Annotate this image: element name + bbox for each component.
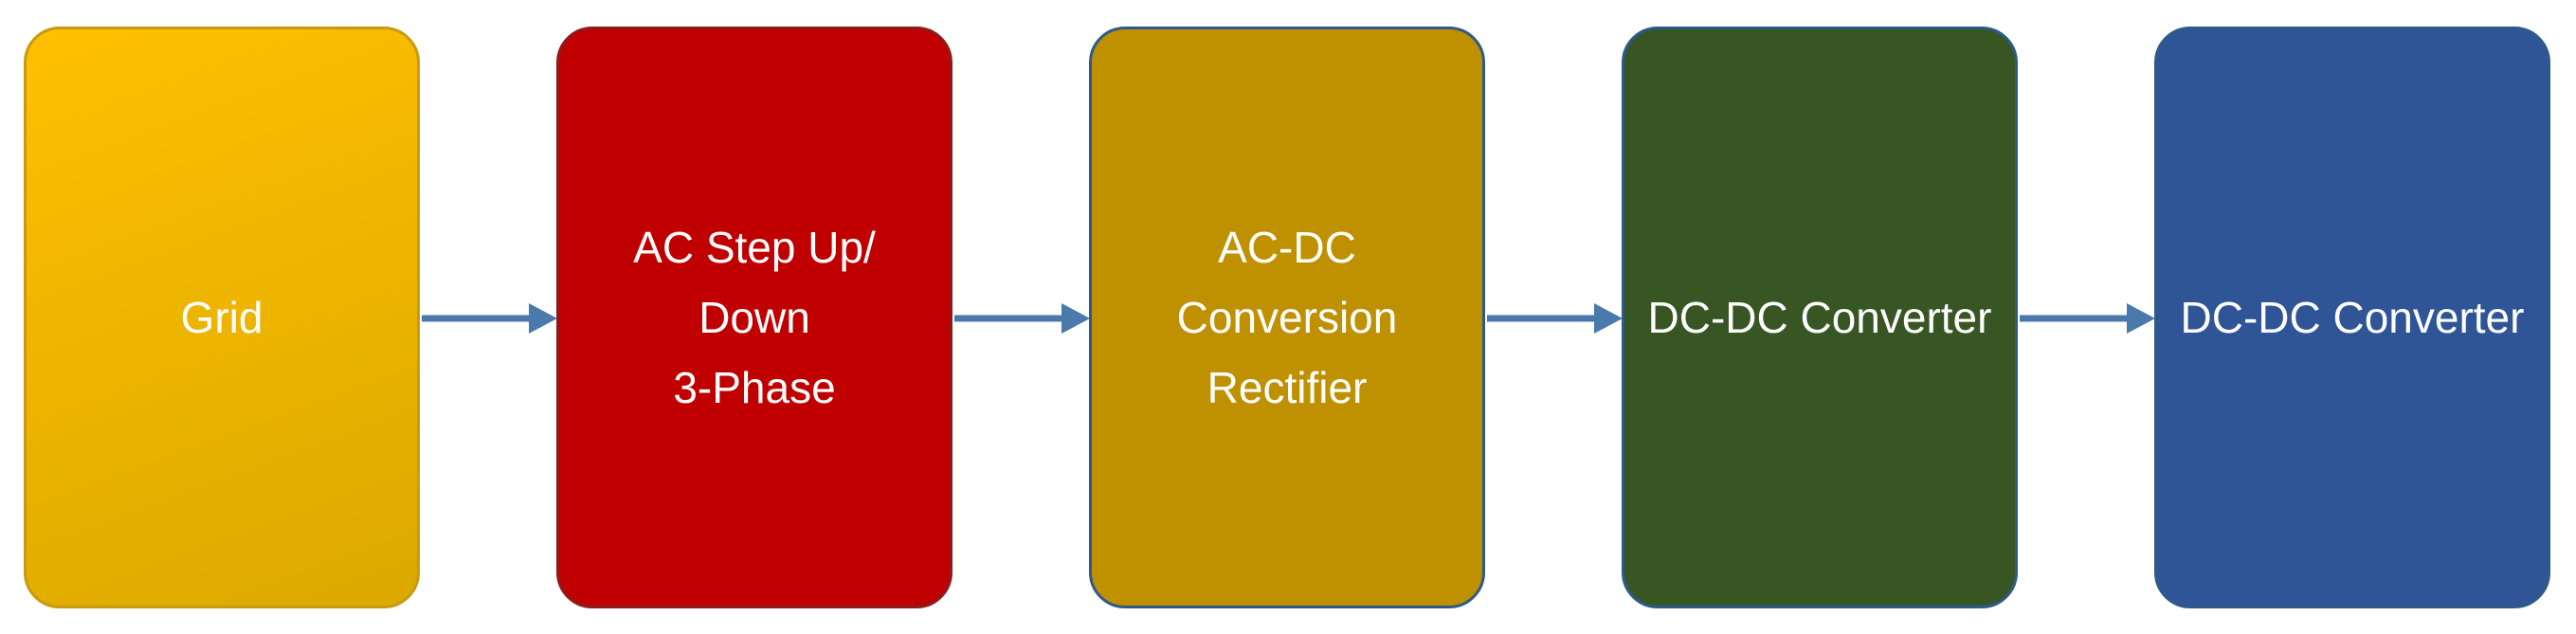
arrow-rectifier-to-dc-dc-1 (1487, 303, 1623, 334)
ac-dc-rectifier-block-label: AC-DC Conversion Rectifier (1176, 223, 1398, 412)
ac-dc-rectifier-block: AC-DC Conversion Rectifier (1089, 27, 1485, 608)
dc-dc-converter-block-1: DC-DC Converter (1622, 27, 2018, 608)
arrow-dc-dc-1-to-dc-dc-2 (2020, 303, 2155, 334)
arrow-grid-to-ac-step (422, 303, 557, 334)
dc-dc-converter-block-2: DC-DC Converter (2154, 27, 2550, 608)
dc-dc-converter-block-1-label: DC-DC Converter (1647, 293, 1992, 342)
grid-block: Grid (24, 27, 420, 608)
arrow-ac-step-to-rectifier (954, 303, 1090, 334)
dc-dc-converter-block-2-label: DC-DC Converter (2180, 293, 2525, 342)
ac-step-up-down-block: AC Step Up/ Down 3-Phase (556, 27, 952, 608)
grid-block-label: Grid (180, 293, 263, 342)
ac-step-up-down-block-label: AC Step Up/ Down 3-Phase (633, 223, 876, 412)
